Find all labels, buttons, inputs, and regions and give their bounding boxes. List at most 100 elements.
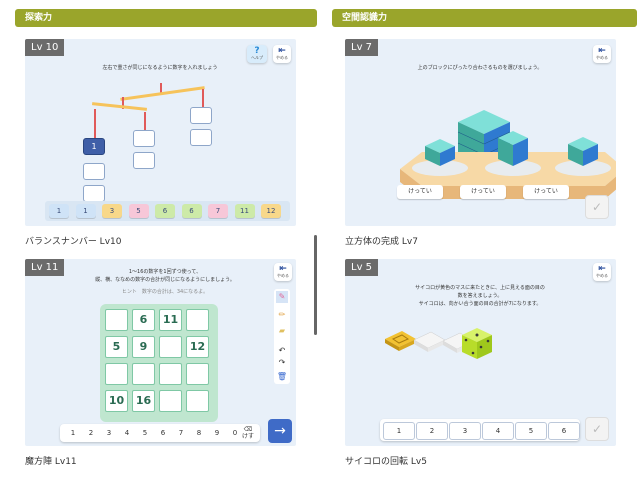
magic-square-cell[interactable]: 12 — [186, 336, 209, 358]
number-tile[interactable]: 6 — [181, 204, 202, 218]
answer-option-button[interactable]: 5 — [515, 422, 547, 440]
magic-square-cell[interactable]: 9 — [132, 336, 155, 358]
balance-beam — [120, 86, 205, 101]
number-tile[interactable]: 7 — [208, 204, 228, 218]
quit-button[interactable]: ⇤ やめる — [593, 263, 611, 281]
number-key[interactable]: 7 — [178, 429, 184, 437]
magic-square-cell[interactable] — [159, 363, 182, 385]
redo-icon[interactable]: ↷ — [278, 358, 286, 367]
puzzle-card-magic-square[interactable]: Lv 11 1〜16の数字を1回ずつ使って、 縦、横、ななめの数字の合計が同じに… — [25, 259, 296, 446]
magic-square-cell[interactable]: 5 — [105, 336, 128, 358]
submit-button[interactable]: → — [268, 419, 292, 443]
magic-square-cell[interactable] — [186, 363, 209, 385]
check-icon: ✓ — [591, 422, 603, 436]
trash-icon[interactable]: 🗑 — [276, 372, 288, 381]
empty-number-box[interactable] — [83, 185, 105, 202]
instruction-text: 1〜16の数字を1回ずつ使って、 — [128, 269, 202, 275]
answer-option-button[interactable]: 2 — [416, 422, 448, 440]
quit-button[interactable]: ⇤ やめる — [593, 45, 611, 63]
magic-square-cell[interactable]: 16 — [132, 390, 155, 412]
empty-number-box[interactable] — [190, 129, 212, 146]
number-tile[interactable]: 1 — [75, 204, 96, 218]
number-input-bar — [60, 424, 260, 442]
number-key[interactable]: 0 — [232, 429, 238, 437]
magic-square-cell[interactable] — [159, 390, 182, 412]
number-key[interactable]: 9 — [214, 429, 220, 437]
clear-button[interactable]: ⌫けす — [241, 426, 254, 440]
answer-option-button[interactable]: 1 — [383, 422, 415, 440]
number-key[interactable]: 4 — [124, 429, 130, 437]
puzzle-card-dice-rotation[interactable]: Lv 5 サイコロが黄色のマスに来たときに、上に見える面の目の 数を答えましょう… — [345, 259, 616, 446]
instruction-text: サイコロが黄色のマスに来たときに、上に見える面の目の — [415, 285, 545, 291]
rope — [160, 83, 162, 95]
number-key[interactable]: 1 — [70, 429, 76, 437]
puzzle-title: 魔方陣 Lv11 — [25, 457, 77, 467]
pen-icon[interactable]: ✎ — [276, 291, 288, 303]
number-tile[interactable]: 5 — [128, 204, 149, 218]
level-badge: Lv 5 — [345, 259, 379, 276]
scrollbar-thumb[interactable] — [314, 235, 317, 335]
number-key[interactable]: 5 — [142, 429, 148, 437]
number-tile[interactable]: 11 — [234, 204, 255, 218]
instruction-text: 縦、横、ななめの数字の合計が同じになるようにしましょう。 — [95, 277, 235, 283]
answer-option-button[interactable]: 6 — [548, 422, 580, 440]
number-tile[interactable]: 1 — [49, 204, 69, 218]
rope — [122, 97, 124, 109]
magic-square-cell[interactable]: 11 — [159, 309, 182, 331]
balance-beam — [91, 102, 148, 111]
quit-button[interactable]: ⇤ やめる — [273, 45, 291, 63]
quit-button[interactable]: ⇤ やめる — [274, 263, 292, 281]
empty-number-box[interactable] — [190, 107, 212, 124]
category-header-spatial: 空間認識力 — [332, 9, 637, 27]
number-tile[interactable]: 6 — [155, 204, 175, 218]
magic-square-cell[interactable] — [105, 363, 128, 385]
dice-path-illustration — [385, 328, 492, 359]
undo-icon[interactable]: ↶ — [278, 346, 286, 355]
magic-square-cell[interactable] — [132, 363, 155, 385]
decide-button-3[interactable]: けってい — [523, 185, 569, 199]
magic-square-cell[interactable]: 10 — [105, 390, 128, 412]
puzzle-card-balance-number[interactable]: Lv 10 左右で重さが同じになるように数字を入れましょう ? ヘルプ ⇤ やめ… — [25, 39, 296, 226]
empty-number-box[interactable] — [133, 130, 155, 147]
check-icon: ✓ — [591, 200, 603, 214]
eraser-icon[interactable]: ▰ — [278, 326, 286, 335]
magic-square-cell[interactable] — [159, 336, 182, 358]
confirm-button-disabled[interactable]: ✓ — [585, 417, 609, 441]
puzzle-title: サイコロの回転 Lv5 — [345, 457, 427, 467]
number-key[interactable]: 3 — [106, 429, 112, 437]
help-button[interactable]: ? ヘルプ — [247, 45, 267, 63]
puzzle-card-cube-completion[interactable]: Lv 7 上のブロックにぴったり合わさるものを選びましょう。 ⇤ やめる — [345, 39, 616, 226]
number-tile[interactable]: 3 — [102, 204, 122, 218]
number-key[interactable]: 2 — [88, 429, 94, 437]
option-piece-2 — [485, 131, 541, 176]
right-column: 空間認識力 — [332, 0, 637, 27]
magic-square-cell[interactable] — [186, 390, 209, 412]
decide-button-1[interactable]: けってい — [397, 185, 443, 199]
decide-button-2[interactable]: けってい — [460, 185, 506, 199]
option-piece-3 — [555, 137, 611, 176]
placed-number-box[interactable]: 1 — [83, 138, 105, 155]
answer-option-button[interactable]: 3 — [449, 422, 481, 440]
exit-icon: ⇤ — [278, 46, 286, 56]
magic-square-cell[interactable] — [186, 309, 209, 331]
magic-square-cell[interactable]: 6 — [132, 309, 155, 331]
option-piece-1 — [412, 139, 468, 176]
number-key[interactable]: 8 — [196, 429, 202, 437]
empty-number-box[interactable] — [83, 163, 105, 180]
help-icon: ? — [254, 46, 260, 56]
yellow-target-square — [385, 331, 416, 351]
confirm-button-disabled[interactable]: ✓ — [585, 195, 609, 219]
tool-palette: ✎ ✏ ▰ ↶ ↷ 🗑 — [274, 289, 290, 384]
category-header-exploration: 探索力 — [15, 9, 317, 27]
pencil-icon[interactable]: ✏ — [278, 310, 286, 319]
rope — [94, 109, 96, 139]
level-badge: Lv 7 — [345, 39, 379, 56]
number-key[interactable]: 6 — [160, 429, 166, 437]
number-tile[interactable]: 12 — [261, 204, 281, 218]
hint-text: ヒント 数字の合計は、34になるよ。 — [121, 289, 209, 295]
empty-number-box[interactable] — [133, 152, 155, 169]
dice-icon — [462, 328, 492, 359]
magic-square-cell[interactable] — [105, 309, 128, 331]
answer-option-button[interactable]: 4 — [482, 422, 514, 440]
rope — [144, 112, 146, 130]
